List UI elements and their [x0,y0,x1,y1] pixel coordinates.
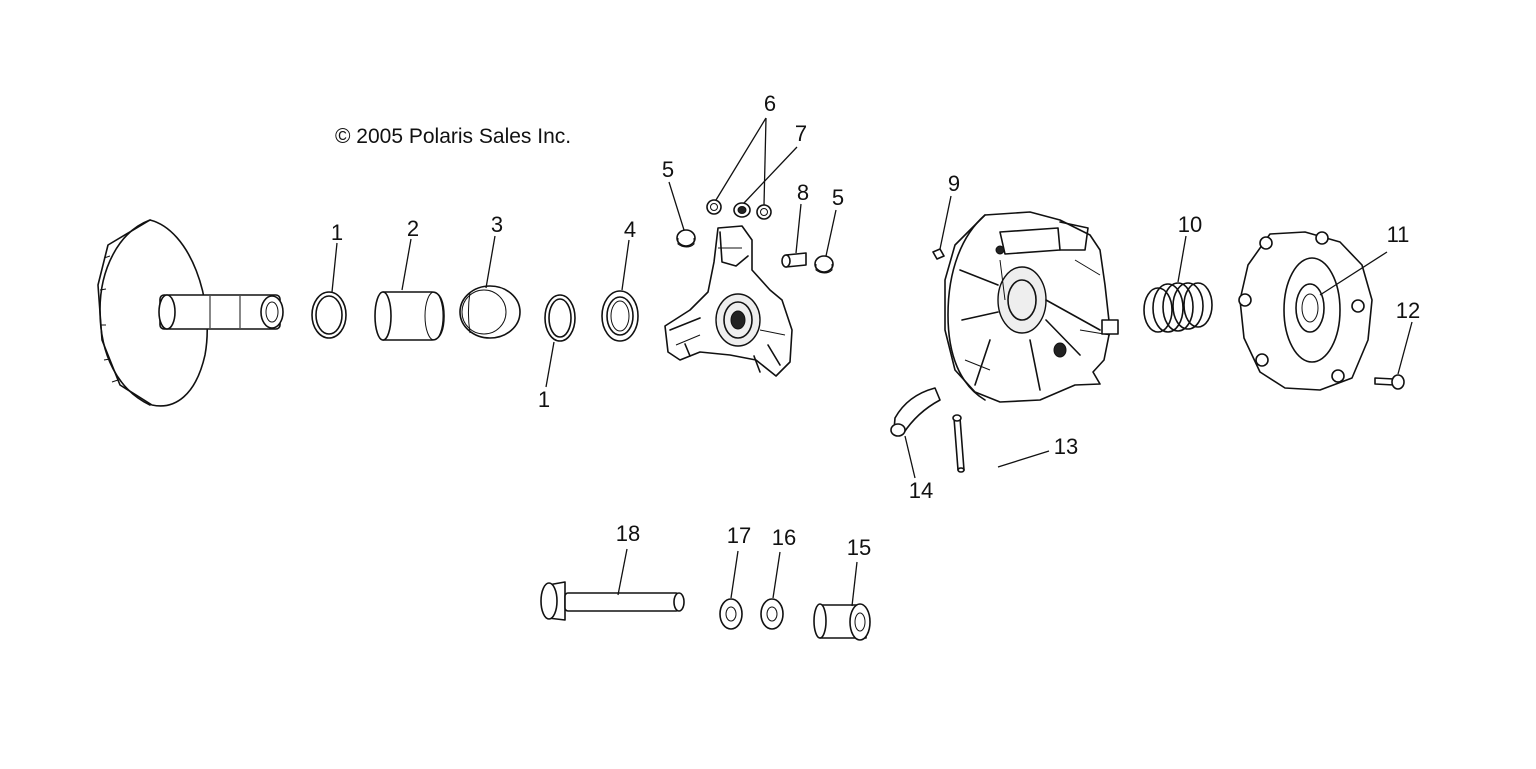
callout-5b: 5 [832,185,844,210]
callout-9: 9 [948,171,960,196]
callout-numbers: 1 2 3 4 1 5 6 7 8 5 9 10 11 12 13 14 15 … [331,91,1420,560]
clutch-housing [944,211,1119,403]
callout-1a: 1 [331,220,343,245]
callout-18: 18 [616,521,640,546]
spider-assembly [664,225,793,377]
washer-6b [756,204,772,220]
callout-6: 6 [764,91,776,116]
pin-13 [952,414,965,473]
roller-7 [733,202,751,218]
o-ring-1b [544,294,576,342]
callout-12: 12 [1396,298,1420,323]
callout-16: 16 [772,525,796,550]
sleeve-3 [459,285,521,339]
callout-4: 4 [624,217,636,242]
callout-15: 15 [847,535,871,560]
button-5a [676,229,696,248]
sheave-with-shaft [97,219,284,407]
seal-4 [601,290,639,342]
cover-11 [1238,231,1373,391]
bushing-15 [813,603,871,641]
callout-13: 13 [1054,434,1078,459]
washer-17 [719,598,743,630]
weight-14 [890,387,941,437]
callout-3: 3 [491,212,503,237]
bolt-12 [1374,374,1405,390]
callout-5a: 5 [662,157,674,182]
washer-6 [706,199,722,215]
leader-lines [331,117,1413,607]
spring-10 [1143,282,1213,333]
bushing-2 [374,291,445,341]
callout-2: 2 [407,216,419,241]
washer-16 [760,598,784,630]
callout-14: 14 [909,478,933,503]
callout-17: 17 [727,523,751,548]
set-screw-9 [932,248,945,260]
callout-11: 11 [1387,222,1410,247]
pin-8 [781,252,807,268]
callout-10: 10 [1178,212,1202,237]
bolt-18 [540,581,685,621]
copyright-notice: © 2005 Polaris Sales Inc. [335,125,571,148]
button-5b [814,255,834,274]
callout-1b: 1 [538,387,550,412]
callout-7: 7 [795,121,807,146]
o-ring-1a [311,291,347,339]
callout-8: 8 [797,180,809,205]
